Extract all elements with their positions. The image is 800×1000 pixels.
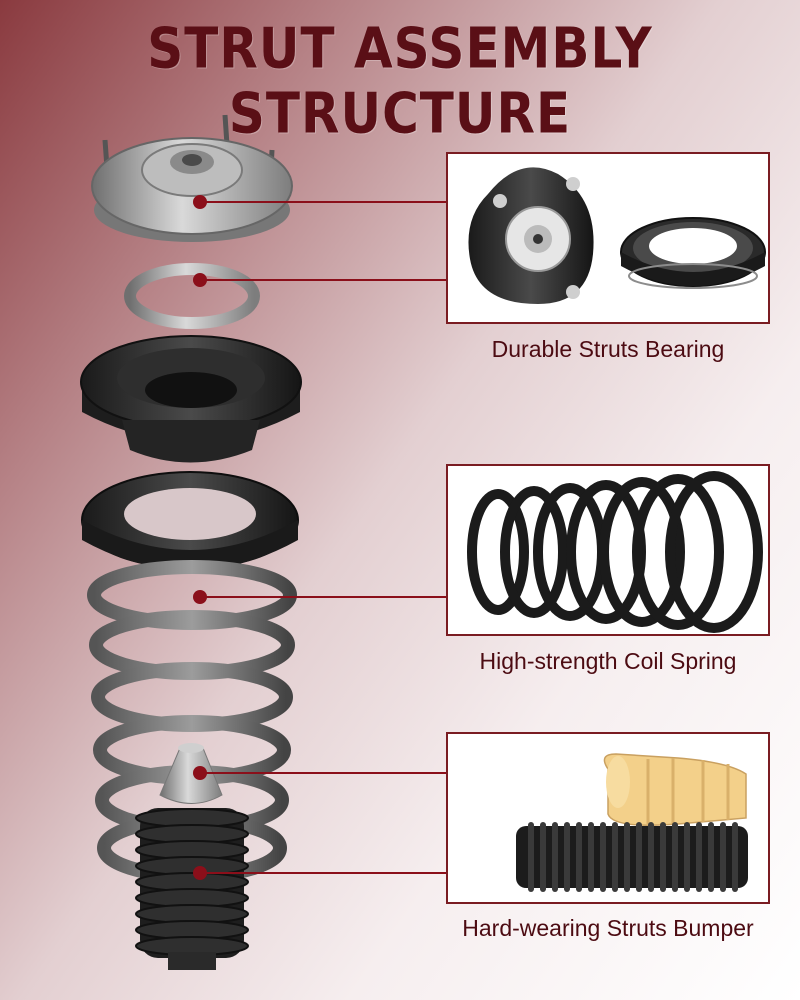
foam-bumper [603, 753, 747, 826]
boot-fold [600, 822, 606, 892]
boot-fold [648, 822, 654, 892]
bearing-caption: Durable Struts Bearing [491, 336, 725, 362]
bumper-panel [446, 732, 770, 904]
boot-fold [540, 822, 546, 892]
boot-fold [588, 822, 594, 892]
spring-caption: High-strength Coil Spring [479, 648, 737, 674]
page-title: STRUT ASSEMBLY STRUCTURE [147, 16, 653, 146]
coil-spring [87, 560, 297, 883]
boot-fold [576, 822, 582, 892]
boot-fold [672, 822, 678, 892]
dust-boot [135, 808, 249, 970]
boot-fold [732, 822, 738, 892]
boot-fold [636, 822, 642, 892]
boot-end [168, 952, 216, 970]
boot-fold [708, 822, 714, 892]
bearing-panel [446, 152, 770, 324]
spring-coil [599, 477, 685, 627]
strut-bumper-icon [516, 753, 748, 892]
spring-coil [467, 489, 529, 615]
bellows-boot [516, 822, 748, 892]
strut-bearing-icon [468, 167, 766, 304]
spring-coil [665, 471, 763, 633]
boot-fold [660, 822, 666, 892]
boot-fold [528, 822, 534, 892]
boot-fold [552, 822, 558, 892]
top-mount-plate [91, 114, 293, 242]
spring-coil [500, 486, 568, 618]
boot-fold [624, 822, 630, 892]
spring-seat [80, 335, 302, 463]
boot-fold [720, 822, 726, 892]
bump-stop [159, 743, 223, 804]
boot-fold [696, 822, 702, 892]
spring-coil [632, 474, 724, 630]
spring-isolator [81, 471, 299, 570]
boot-fold [684, 822, 690, 892]
coil-spring-icon [467, 471, 763, 633]
boot-fold [612, 822, 618, 892]
callout-markers [193, 195, 207, 880]
boot-fold [564, 822, 570, 892]
bearing-ring [124, 263, 260, 329]
spring-panel [446, 464, 770, 636]
bumper-caption: Hard-wearing Struts Bumper [462, 915, 754, 941]
